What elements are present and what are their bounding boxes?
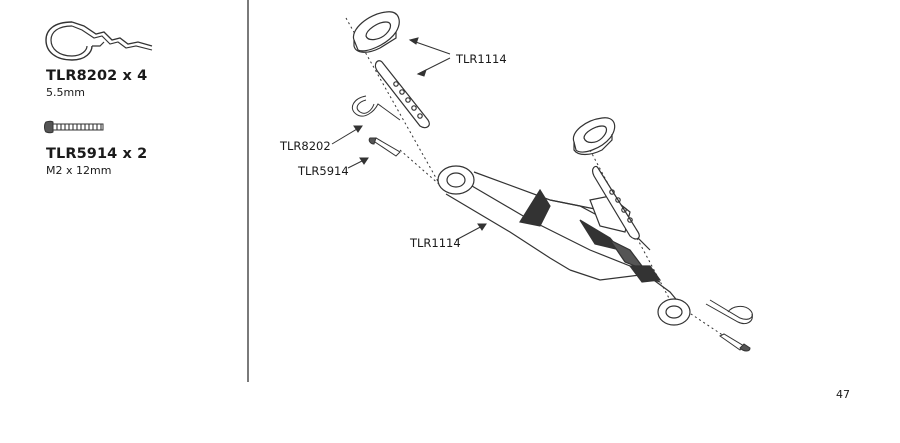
panel-divider: [247, 0, 249, 382]
body-mount-bracket: [437, 165, 691, 326]
screw-icon: [44, 120, 104, 134]
part-tlr5914: TLR5914 x 2 M2 x 12mm: [46, 146, 147, 177]
body-mount-grommet-top: [352, 11, 400, 53]
body-post-right: [592, 165, 640, 240]
callout-body-mount-top: TLR1114: [456, 52, 507, 66]
leader-lines: [331, 37, 487, 241]
body-clip-right: [705, 299, 753, 325]
callout-body-clip: TLR8202: [280, 139, 331, 153]
part-size: M2 x 12mm: [46, 164, 112, 177]
mount-screw-right: [719, 333, 751, 352]
part-code: TLR5914 x 2: [46, 146, 148, 162]
exploded-assembly-diagram: TLR1114 TLR8202 TLR5914 TLR1114: [250, 0, 900, 443]
assembly-illustration: [331, 11, 753, 352]
parts-list-panel: TLR8202 x 4 5.5mm TLR5914 x 2 M2 x 12mm: [0, 0, 248, 382]
part-size: 5.5mm: [46, 86, 85, 99]
body-clip-top: [351, 95, 401, 121]
mount-screw: [368, 137, 401, 157]
part-tlr8202: TLR8202 x 4 5.5mm: [46, 68, 147, 99]
body-post-top: [374, 60, 430, 129]
part-code: TLR8202 x 4: [46, 68, 148, 84]
callout-screw: TLR5914: [298, 164, 349, 178]
body-clip-icon: [45, 21, 153, 61]
body-mount-grommet-right: [572, 117, 616, 156]
page-number: 47: [836, 388, 850, 401]
callout-mount-bracket: TLR1114: [410, 236, 461, 250]
